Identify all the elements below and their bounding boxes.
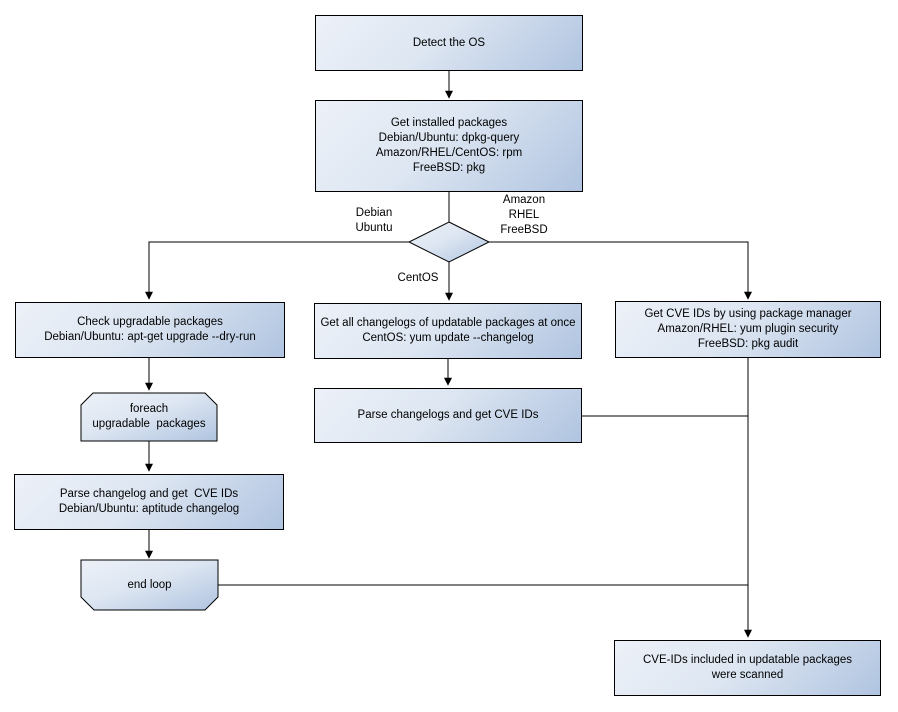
branch-label-amazon-rhel-freebsd: Amazon RHEL FreeBSD (500, 194, 548, 236)
edge-diamond-to-check-upgradable (145, 241, 409, 300)
foreach-loop-shape (80, 392, 218, 442)
node-cve-ids-scanned: CVE-IDs included in updatable packages w… (614, 640, 881, 696)
node-parse-changelog-debian: Parse changelog and get CVE IDs Debian/U… (14, 474, 284, 530)
node-detect-os: Detect the OS (315, 15, 583, 71)
os-decision-diamond (407, 221, 491, 263)
edge-diamond-to-get-cve-ids (489, 241, 752, 300)
node-parse-changelogs-centos: Parse changelogs and get CVE IDs (314, 388, 582, 443)
end-loop-shape (80, 559, 219, 611)
foreach-loop-label: foreach upgradable packages (92, 403, 206, 430)
branch-label-centos: CentOS (397, 272, 439, 284)
branch-label-debian-ubuntu: Debian Ubuntu (355, 207, 393, 234)
node-check-upgradable-packages: Check upgradable packages Debian/Ubuntu:… (15, 302, 285, 358)
node-get-all-changelogs: Get all changelogs of updatable packages… (314, 303, 582, 359)
node-get-cve-ids-package-manager: Get CVE IDs by using package manager Ama… (615, 301, 881, 358)
end-loop-label: end loop (127, 578, 172, 591)
node-get-installed-packages: Get installed packages Debian/Ubuntu: dp… (315, 100, 583, 192)
